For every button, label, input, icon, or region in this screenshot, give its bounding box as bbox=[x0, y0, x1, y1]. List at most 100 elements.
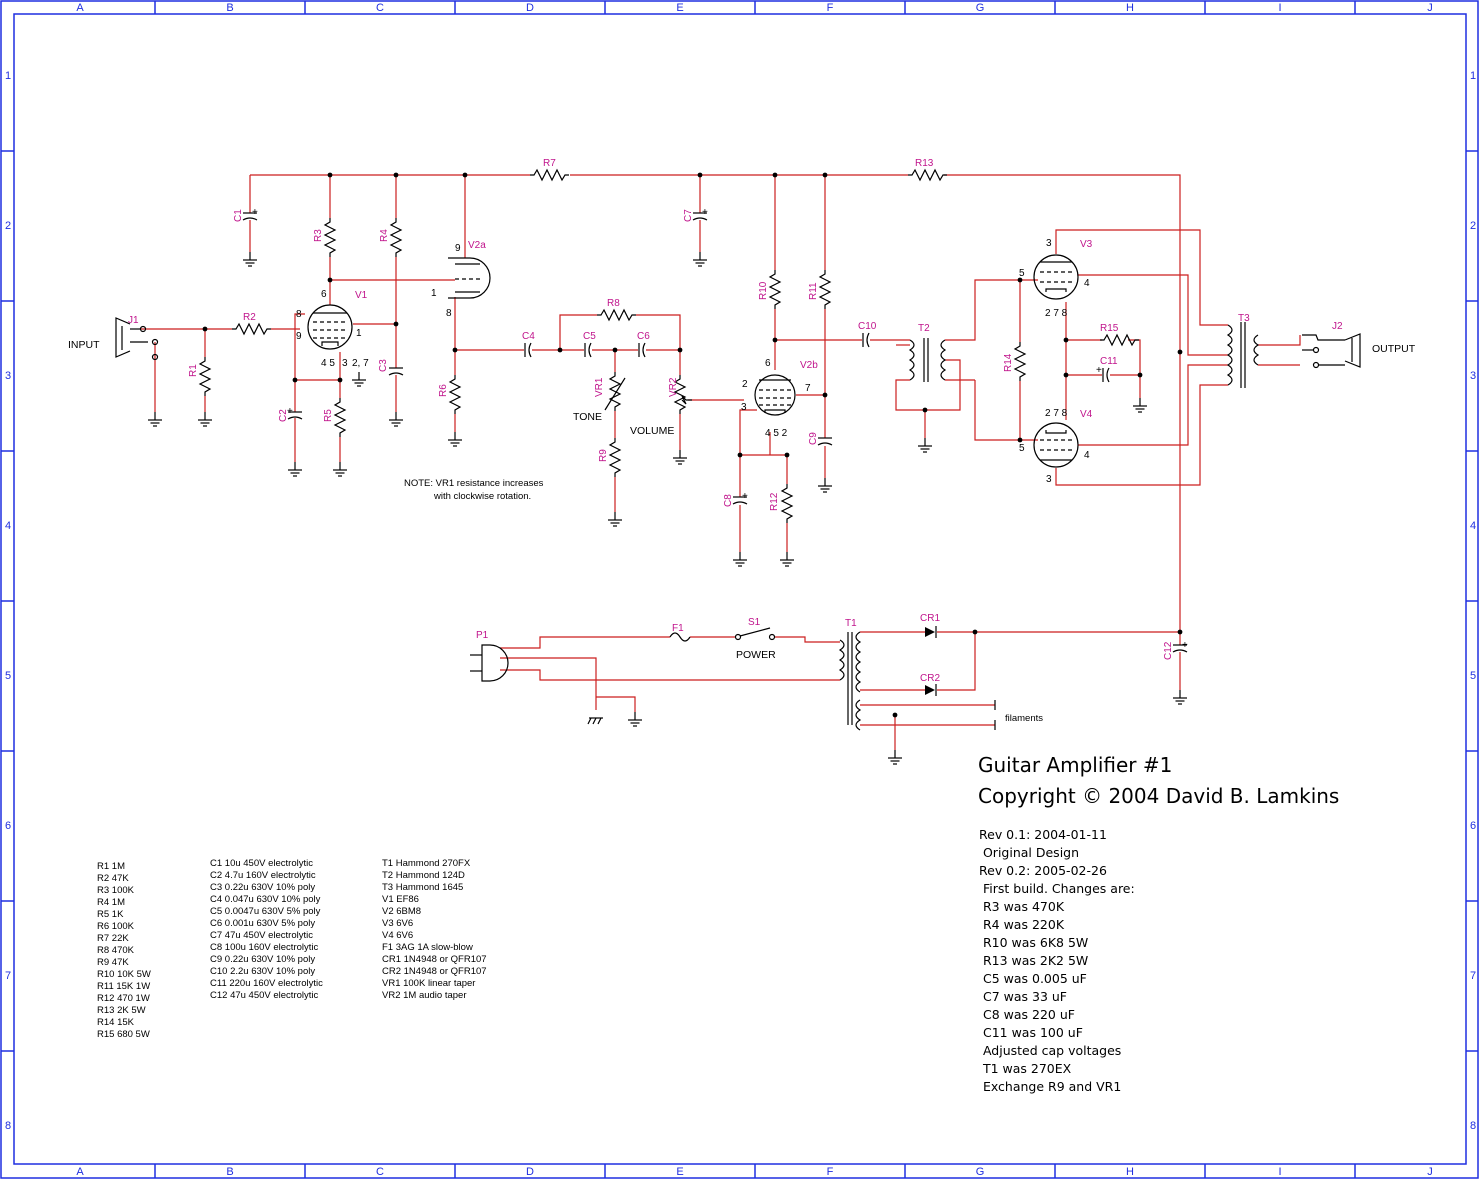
revision-line: Rev 0.2: 2005-02-26 bbox=[979, 863, 1107, 878]
preamp-wiring bbox=[140, 174, 1181, 632]
ref-c3: C3 bbox=[378, 359, 389, 372]
column-label: J bbox=[1427, 1166, 1433, 1178]
ref-c4: C4 bbox=[522, 331, 535, 342]
ref-cr2: CR2 bbox=[920, 673, 940, 684]
ref-vr2: VR2 bbox=[668, 377, 679, 397]
column-label: C bbox=[376, 2, 384, 14]
pin-label: 3 bbox=[741, 402, 747, 413]
junction-dot bbox=[393, 172, 399, 178]
junction-dot bbox=[1063, 372, 1069, 378]
ref-s1: S1 bbox=[748, 617, 761, 628]
row-label: 3 bbox=[5, 370, 11, 382]
ref-r2: R2 bbox=[243, 312, 256, 323]
column-label: F bbox=[827, 2, 834, 14]
junction-dot bbox=[452, 347, 458, 353]
row-label: 3 bbox=[1470, 370, 1476, 382]
ref-r6: R6 bbox=[438, 384, 449, 397]
column-label: G bbox=[976, 2, 985, 14]
title-block: Guitar Amplifier #1 Copyright © 2004 Dav… bbox=[978, 753, 1339, 1094]
tube-v1 bbox=[307, 304, 353, 350]
parts-list-item: C2 4.7u 160V electrolytic bbox=[210, 870, 316, 881]
transformer-t1 bbox=[838, 631, 862, 731]
junction-dot bbox=[1063, 337, 1069, 343]
pin-label: 4 5 bbox=[321, 358, 335, 369]
row-label: 2 bbox=[1470, 220, 1476, 232]
parts-list-item: R14 15K bbox=[97, 1017, 135, 1028]
note-line-2: with clockwise rotation. bbox=[433, 491, 531, 502]
pin-label: 3 bbox=[1046, 474, 1052, 485]
drawing-title: Guitar Amplifier #1 bbox=[978, 753, 1172, 777]
row-label: 6 bbox=[1470, 820, 1476, 832]
parts-list-item: C9 0.22u 630V 10% poly bbox=[210, 954, 315, 965]
row-label: 1 bbox=[1470, 70, 1476, 82]
junction-dot bbox=[737, 452, 743, 458]
revision-line: C8 was 220 uF bbox=[979, 1007, 1075, 1022]
junction-dot bbox=[922, 407, 928, 413]
junction-dot bbox=[822, 392, 828, 398]
ref-c10: C10 bbox=[858, 321, 877, 332]
ref-t1: T1 bbox=[845, 618, 857, 629]
parts-list-item: C7 47u 450V electrolytic bbox=[210, 930, 313, 941]
transformer-t3 bbox=[1226, 322, 1260, 388]
column-label: H bbox=[1126, 1166, 1134, 1178]
row-label: 2 bbox=[5, 220, 11, 232]
ref-v3: V3 bbox=[1080, 239, 1093, 250]
column-label: F bbox=[827, 1166, 834, 1178]
svg-text:+: + bbox=[252, 207, 258, 218]
parts-list-item: R4 1M bbox=[97, 897, 125, 908]
tube-v2b bbox=[754, 374, 796, 416]
junction-dot bbox=[772, 337, 778, 343]
junction-dot bbox=[327, 172, 333, 178]
output-label: OUTPUT bbox=[1372, 343, 1416, 355]
ref-v2a: V2a bbox=[468, 240, 486, 251]
ref-r1: R1 bbox=[188, 364, 199, 377]
junction-dot bbox=[327, 277, 333, 283]
column-label: A bbox=[76, 2, 84, 14]
parts-list-item: VR1 100K linear taper bbox=[382, 978, 475, 989]
row-label: 5 bbox=[1470, 670, 1476, 682]
junction-dot bbox=[1017, 437, 1023, 443]
junction-dot bbox=[1137, 372, 1143, 378]
parts-list-item: C11 220u 160V electrolytic bbox=[210, 978, 323, 989]
ref-j2: J2 bbox=[1332, 321, 1343, 332]
parts-list-item: CR2 1N4948 or QFR107 bbox=[382, 966, 487, 977]
ref-p1: P1 bbox=[476, 630, 489, 641]
row-label: 7 bbox=[1470, 970, 1476, 982]
row-label: 8 bbox=[1470, 1120, 1476, 1132]
pin-label: 9 bbox=[455, 243, 461, 254]
revision-line: Original Design bbox=[979, 845, 1079, 860]
junction-dot bbox=[892, 712, 898, 718]
ref-c1: C1 bbox=[233, 209, 244, 222]
pin-label: 3 bbox=[342, 358, 348, 369]
ref-r12: R12 bbox=[769, 492, 780, 511]
parts-list-item: R5 1K bbox=[97, 909, 124, 920]
parts-list-item: C1 10u 450V electrolytic bbox=[210, 858, 313, 869]
revision-line: C7 was 33 uF bbox=[979, 989, 1067, 1004]
ref-v2b: V2b bbox=[800, 360, 818, 371]
junction-dots bbox=[202, 172, 1183, 718]
revision-line: Adjusted cap voltages bbox=[979, 1043, 1121, 1058]
junction-dot bbox=[557, 347, 563, 353]
column-label: I bbox=[1278, 2, 1281, 14]
tube-v2a bbox=[448, 257, 491, 299]
parts-list-item: R3 100K bbox=[97, 885, 135, 896]
junction-dot bbox=[462, 172, 468, 178]
parts-list-item: C5 0.0047u 630V 5% poly bbox=[210, 906, 321, 917]
schematic-labels: INPUT OUTPUT TONE VOLUME POWER filaments… bbox=[68, 339, 1416, 724]
pin-label: 5 bbox=[1019, 443, 1025, 454]
pin-label: 2 7 8 bbox=[1045, 308, 1068, 319]
revision-line: Rev 0.1: 2004-01-11 bbox=[979, 827, 1107, 842]
pin-label: 1 bbox=[356, 328, 362, 339]
parts-list-item: R13 2K 5W bbox=[97, 1005, 146, 1016]
pin-label: 7 bbox=[805, 383, 811, 394]
parts-list-item: V3 6V6 bbox=[382, 918, 413, 929]
volume-label: VOLUME bbox=[630, 425, 674, 437]
tube-v3 bbox=[1033, 254, 1079, 300]
svg-text:+: + bbox=[1182, 640, 1188, 651]
ref-r11: R11 bbox=[808, 282, 819, 300]
